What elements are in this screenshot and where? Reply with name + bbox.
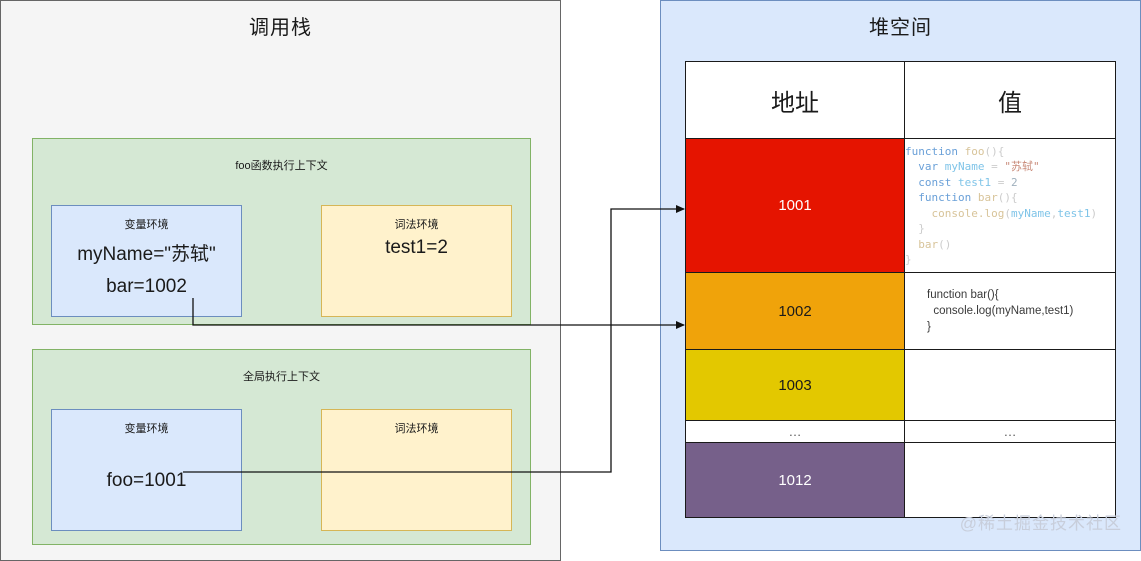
foo-var-myname: myName="苏轼" (77, 244, 216, 265)
global-variable-environment: 变量环境 foo=1001 (51, 409, 242, 531)
heap-table-row: 1012 (685, 442, 1116, 518)
foo-lexical-environment-title: 词法环境 (394, 219, 439, 231)
heap-value-plain-code: function bar(){ console.log(myName,test1… (927, 289, 1074, 333)
execution-context-global-label: 全局执行上下文 (243, 371, 320, 383)
heap-table-row: 1003 (685, 349, 1116, 421)
foo-variable-environment-title: 变量环境 (124, 219, 169, 231)
heap-value-code: function foo(){ var myName = "苏轼" const … (905, 144, 1098, 267)
global-variable-environment-title: 变量环境 (124, 423, 169, 435)
heap-value-cell (904, 442, 1116, 518)
heap-table-row: …… (685, 420, 1116, 443)
heap-header-address: 地址 (685, 61, 905, 139)
global-var-foo: foo=1001 (106, 470, 187, 491)
heap-value-cell: … (904, 420, 1116, 443)
heap-address-cell: 1003 (685, 349, 905, 421)
heap-title: 堆空间 (869, 17, 932, 39)
heap-value-cell (904, 349, 1116, 421)
watermark: @稀土掘金技术社区 (959, 514, 1122, 533)
global-lexical-environment-title: 词法环境 (394, 423, 439, 435)
foo-lex-test1: test1=2 (385, 237, 448, 258)
heap-table-row: 1002 function bar(){ console.log(myName,t… (685, 272, 1116, 350)
call-stack-panel: 调用栈 foo函数执行上下文 变量环境 myName="苏轼" bar=1002… (0, 0, 561, 561)
execution-context-foo-label: foo函数执行上下文 (235, 160, 328, 172)
call-stack-title: 调用栈 (249, 17, 312, 39)
heap-value-cell: function foo(){ var myName = "苏轼" const … (904, 138, 1116, 273)
heap-header-value: 值 (904, 61, 1116, 139)
heap-address-cell: … (685, 420, 905, 443)
heap-address-cell: 1001 (685, 138, 905, 273)
global-lexical-environment: 词法环境 (321, 409, 512, 531)
heap-address-cell: 1002 (685, 272, 905, 350)
foo-lexical-environment: 词法环境 test1=2 (321, 205, 512, 317)
foo-var-bar: bar=1002 (106, 276, 187, 297)
heap-table-header-row: 地址 值 (685, 61, 1116, 139)
foo-variable-environment: 变量环境 myName="苏轼" bar=1002 (51, 205, 242, 317)
heap-address-cell: 1012 (685, 442, 905, 518)
heap-value-cell: function bar(){ console.log(myName,test1… (904, 272, 1116, 350)
